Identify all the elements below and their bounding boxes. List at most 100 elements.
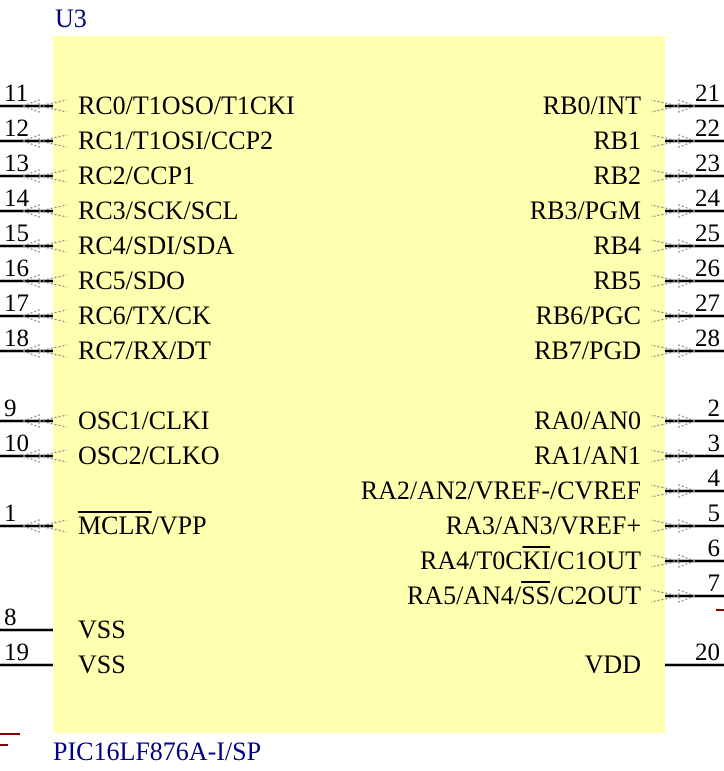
- pin-io-arrow-icon: [21, 99, 68, 113]
- pin-io-arrow-icon: [650, 554, 697, 568]
- pin-number: 2: [708, 395, 721, 422]
- pin-name: RB3/PGM: [530, 196, 641, 225]
- pin-1[interactable]: 1 MCLR/VPP: [0, 500, 207, 540]
- right-pin-group: 21RB0/INT22RB123RB224RB3/PGM25RB426RB527…: [361, 80, 724, 679]
- pin-name: RA2/AN2/VREF-/CVREF: [361, 476, 641, 505]
- pin-number: 10: [4, 430, 29, 457]
- pin-24[interactable]: 24 RB3/PGM: [530, 185, 724, 225]
- pin-name: VDD: [585, 650, 641, 679]
- pin-io-arrow-icon: [650, 204, 697, 218]
- pin-number: 6: [708, 535, 721, 562]
- pin-14[interactable]: 14 RC3/SCK/SCL: [0, 185, 238, 225]
- pin-io-arrow-icon: [21, 239, 68, 253]
- pin-19[interactable]: 19 VSS: [0, 639, 126, 679]
- pin-io-arrow-icon: [21, 414, 68, 428]
- pin-26[interactable]: 26 RB5: [593, 255, 724, 295]
- component-body[interactable]: [53, 36, 665, 733]
- pin-18[interactable]: 18 RC7/RX/DT: [0, 325, 211, 365]
- pin-io-arrow-icon: [21, 169, 68, 183]
- pin-io-arrow-icon: [650, 344, 697, 358]
- pin-io-arrow-icon: [21, 204, 68, 218]
- pin-io-arrow-icon: [650, 99, 697, 113]
- pin-name: RC5/SDO: [78, 266, 185, 295]
- pin-name: VSS: [78, 650, 126, 679]
- pin-number: 7: [708, 570, 721, 597]
- pin-number: 17: [4, 290, 29, 317]
- pin-io-arrow-icon: [21, 274, 68, 288]
- pin-28[interactable]: 28 RB7/PGD: [534, 325, 724, 365]
- pin-number: 12: [4, 115, 29, 142]
- pin-13[interactable]: 13 RC2/CCP1: [0, 150, 195, 190]
- pin-23[interactable]: 23 RB2: [593, 150, 724, 190]
- pin-number: 26: [695, 255, 720, 282]
- pin-name: VSS: [78, 615, 126, 644]
- pin-io-arrow-icon: [650, 589, 697, 603]
- pin-number: 4: [708, 465, 721, 492]
- pin-number: 24: [695, 185, 721, 212]
- pin-io-arrow-icon: [650, 134, 697, 148]
- pin-name: RC4/SDI/SDA: [78, 231, 234, 260]
- pin-number: 18: [4, 325, 29, 352]
- pin-name: RB5: [593, 266, 641, 295]
- pin-name: MCLR/VPP: [78, 511, 207, 540]
- pin-name: RC0/T1OSO/T1CKI: [78, 91, 295, 120]
- pin-io-arrow-icon: [21, 134, 68, 148]
- pin-name: RA1/AN1: [534, 441, 641, 470]
- pin-name: RA4/T0CKI/C1OUT: [420, 546, 641, 575]
- pin-number: 23: [695, 150, 720, 177]
- pin-5[interactable]: 5 RA3/AN3/VREF+: [446, 500, 724, 540]
- pin-name: RB4: [593, 231, 641, 260]
- pin-number: 1: [4, 500, 17, 527]
- pin-number: 3: [708, 430, 721, 457]
- pin-number: 14: [4, 185, 30, 212]
- pin-15[interactable]: 15 RC4/SDI/SDA: [0, 220, 234, 260]
- pin-number: 28: [695, 325, 720, 352]
- pin-number: 27: [695, 290, 720, 317]
- pin-number: 8: [4, 604, 17, 631]
- pin-8[interactable]: 8 VSS: [0, 604, 126, 644]
- pin-name: RB0/INT: [543, 91, 641, 120]
- pin-io-arrow-icon: [21, 309, 68, 323]
- pin-io-arrow-icon: [650, 309, 697, 323]
- pin-name: RC2/CCP1: [78, 161, 195, 190]
- pin-name: RC7/RX/DT: [78, 336, 211, 365]
- pin-io-arrow-icon: [650, 414, 697, 428]
- pin-name: RB6/PGC: [536, 301, 642, 330]
- pin-name: RB2: [593, 161, 641, 190]
- pin-number: 25: [695, 220, 720, 247]
- pin-name: RB7/PGD: [534, 336, 641, 365]
- pin-io-arrow-icon: [21, 519, 68, 533]
- pin-io-arrow-icon: [650, 484, 697, 498]
- pin-name: RC3/SCK/SCL: [78, 196, 238, 225]
- pin-number: 19: [4, 639, 29, 666]
- pin-6[interactable]: 6 RA4/T0CKI/C1OUT: [420, 535, 724, 575]
- pin-io-arrow-icon: [650, 274, 697, 288]
- pin-io-arrow-icon: [21, 449, 68, 463]
- pin-number: 15: [4, 220, 29, 247]
- pin-name: RA3/AN3/VREF+: [446, 511, 641, 540]
- pin-number: 13: [4, 150, 29, 177]
- pin-25[interactable]: 25 RB4: [593, 220, 724, 260]
- pin-name: OSC1/CLKI: [78, 406, 209, 435]
- pin-4[interactable]: 4 RA2/AN2/VREF-/CVREF: [361, 465, 724, 505]
- pin-io-arrow-icon: [650, 239, 697, 253]
- component-designator[interactable]: U3: [55, 4, 87, 33]
- pin-27[interactable]: 27 RB6/PGC: [536, 290, 724, 330]
- pin-number: 5: [708, 500, 721, 527]
- pin-name: RB1: [593, 126, 641, 155]
- component-part-number[interactable]: PIC16LF876A-I/SP: [53, 737, 261, 766]
- pin-3[interactable]: 3 RA1/AN1: [534, 430, 724, 470]
